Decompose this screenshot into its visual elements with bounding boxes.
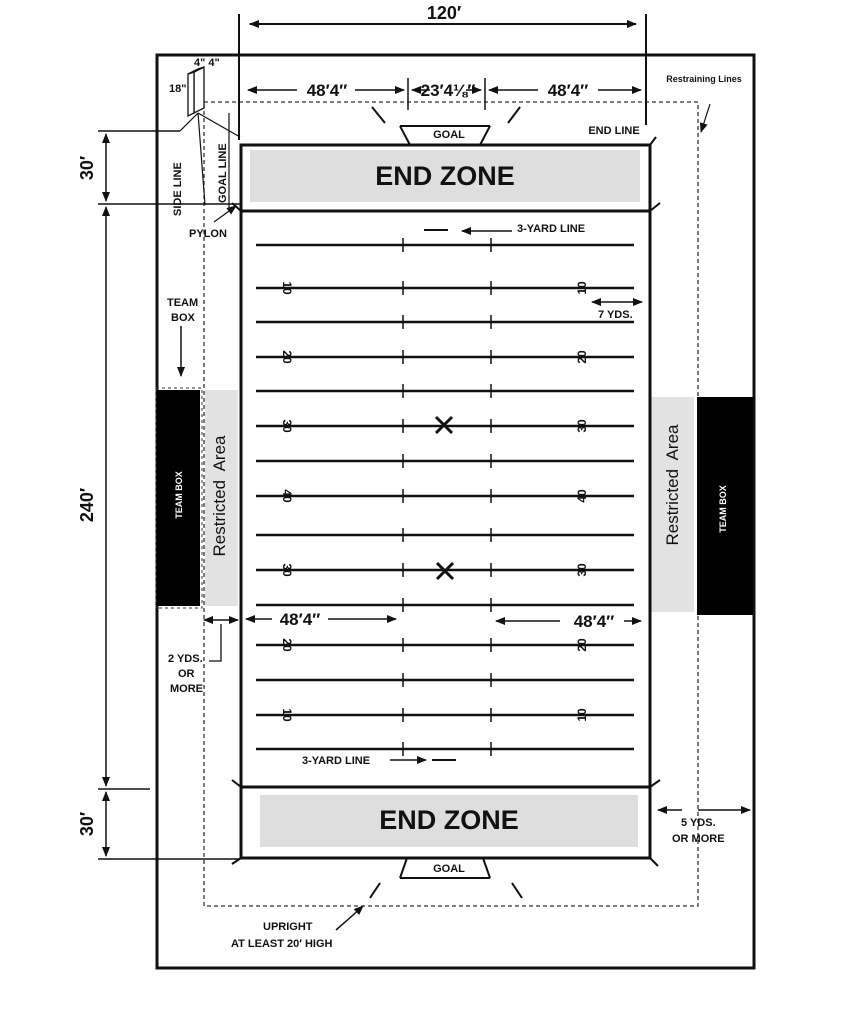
yard-number: 20 [575, 350, 589, 364]
pylon-mark [649, 136, 657, 146]
yard-number: 10 [280, 708, 294, 722]
goal-label-bottom: GOAL [433, 863, 465, 875]
pylon-detail-line [179, 112, 199, 132]
yard-number: 10 [280, 281, 294, 295]
two-yds-more: MORE [170, 683, 203, 695]
team-box-left-dashed [155, 387, 203, 609]
restraining-line [203, 101, 699, 907]
yard-number: 30 [280, 563, 294, 577]
side-line-label: SIDE LINE [172, 162, 184, 216]
three-yard-label-bottom: 3-YARD LINE [302, 755, 370, 767]
team-box-label-right: TEAM BOX [718, 485, 728, 533]
pylon-detail-line [197, 112, 206, 206]
end-zone-top-fill [250, 150, 640, 202]
goal-label-top: GOAL [433, 129, 465, 141]
end-zone-depth-top-label: 30′ [77, 156, 97, 180]
end-zone-label-bottom: END ZONE [379, 805, 519, 835]
restricted-area-right [650, 397, 694, 612]
yard-numbers-right: 10 20 30 40 30 20 10 [575, 281, 589, 722]
hash-marks [402, 238, 492, 756]
team-box-label-left: TEAM BOX [174, 471, 184, 519]
two-yds-or: OR [178, 668, 195, 680]
three-yard-label-top: 3-YARD LINE [517, 223, 585, 235]
end-line-label: END LINE [588, 125, 639, 137]
team-box-left [156, 390, 200, 606]
hash-right-label: 48′4″ [548, 81, 589, 100]
yard-number: 10 [575, 281, 589, 295]
restricted-area-label-left: Restricted Area [210, 435, 229, 556]
pylon-pointer [213, 205, 237, 223]
yard-number: 30 [575, 563, 589, 577]
pylon-detail [187, 65, 205, 118]
goal-post-bottom [369, 857, 523, 899]
pylon-detail-line [197, 112, 241, 138]
goal-post-top [371, 106, 521, 146]
yard-number: 40 [575, 489, 589, 503]
x-mark [434, 415, 454, 435]
two-yds-pointer [209, 624, 222, 662]
pylon-mark [231, 779, 242, 788]
field-length-label: 240′ [77, 488, 97, 522]
pylon-mark [649, 857, 659, 867]
pylon-dim-side: 18" [169, 83, 186, 95]
playing-field [239, 143, 652, 860]
yard-number: 40 [280, 489, 294, 503]
upright-pointer [335, 905, 364, 931]
yard-number: 20 [575, 638, 589, 652]
upright-label: UPRIGHT [263, 921, 313, 933]
end-zone-bottom-fill [260, 795, 638, 847]
yard-number: 10 [575, 708, 589, 722]
hash-left-label: 48′4″ [307, 81, 348, 100]
yard-number: 30 [575, 419, 589, 433]
team-box-right [697, 397, 753, 615]
yard-number: 30 [280, 419, 294, 433]
yard-number: 20 [280, 350, 294, 364]
pylon-dim-top: 4" 4" [194, 57, 220, 69]
goal-width-label: 23′4⅛″ [421, 81, 476, 100]
upright-height-label: AT LEAST 20′ HIGH [231, 938, 333, 950]
yard-numbers-left: 10 20 30 40 30 20 10 [280, 281, 294, 722]
five-yds-label: 5 YDS. [681, 817, 716, 829]
restricted-area-label-right: Restricted Area [663, 424, 682, 545]
end-zone-depth-bottom-label: 30′ [77, 812, 97, 836]
five-yds-or-more: OR MORE [672, 833, 725, 845]
restraining-lines-label: Restraining Lines [666, 74, 742, 84]
mid-left-label: 48′4″ [280, 610, 321, 629]
restraining-pointer [699, 103, 711, 133]
pylon-mark [649, 779, 661, 788]
pylon-mark [649, 202, 661, 212]
yard-number: 20 [280, 638, 294, 652]
mid-right-label: 48′4″ [574, 612, 615, 631]
pylon-label: PYLON [189, 228, 227, 240]
yard-lines [256, 243, 634, 751]
width-dimension-label: 120′ [427, 3, 461, 23]
x-mark [435, 561, 455, 581]
two-yds-label: 2 YDS. [168, 653, 203, 665]
end-zone-label-top: END ZONE [375, 161, 515, 191]
seven-yds-label: 7 YDS. [598, 309, 633, 321]
restricted-area-left [205, 390, 238, 606]
goal-line-label: GOAL LINE [217, 143, 229, 203]
